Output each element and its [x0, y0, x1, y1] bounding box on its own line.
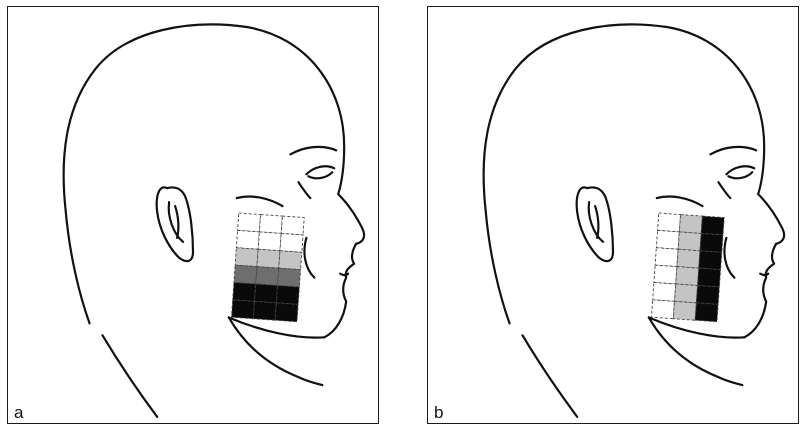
- grid-cell: [655, 248, 678, 267]
- grid-cell: [276, 286, 299, 305]
- grid-cell: [278, 268, 301, 287]
- grid-cell: [673, 301, 696, 320]
- head-outline: [64, 24, 364, 416]
- cheek-grid-b: [651, 213, 724, 322]
- grid-cell: [701, 216, 724, 235]
- grid-cell: [676, 267, 699, 286]
- grid-cell: [678, 232, 701, 251]
- head-drawing-a: [8, 7, 378, 423]
- grid-cell: [651, 300, 674, 319]
- grid-cell: [698, 268, 721, 287]
- grid-cell: [234, 265, 257, 284]
- grid-cell: [656, 230, 679, 249]
- grid-cell: [279, 251, 302, 270]
- grid-cell: [679, 215, 702, 234]
- grid-cell: [658, 213, 681, 232]
- panel-label-a: a: [14, 404, 23, 421]
- grid-cell: [238, 213, 261, 232]
- panel-a: a: [7, 6, 379, 424]
- panel-label-b: b: [434, 404, 443, 421]
- cheek-grid-a: [231, 213, 304, 322]
- grid-cell: [231, 300, 254, 319]
- head-drawing-b: [428, 7, 798, 423]
- head-outline: [484, 24, 784, 416]
- grid-cell: [700, 233, 723, 252]
- grid-cell: [695, 303, 718, 322]
- grid-cell: [654, 265, 677, 284]
- grid-cell: [281, 216, 304, 235]
- grid-cell: [257, 249, 280, 268]
- panel-b: b: [427, 6, 799, 424]
- grid-cell: [675, 284, 698, 303]
- grid-cell: [253, 301, 276, 320]
- grid-cell: [259, 215, 282, 234]
- grid-cell: [280, 233, 303, 252]
- grid-cell: [256, 267, 279, 286]
- grid-cell: [696, 286, 719, 305]
- grid-cell: [255, 284, 278, 303]
- grid-cell: [275, 303, 298, 322]
- grid-cell: [258, 232, 281, 251]
- grid-cell: [235, 248, 258, 267]
- grid-cell: [236, 230, 259, 249]
- grid-cell: [677, 249, 700, 268]
- grid-cell: [233, 282, 256, 301]
- grid-cell: [699, 251, 722, 270]
- grid-cell: [653, 282, 676, 301]
